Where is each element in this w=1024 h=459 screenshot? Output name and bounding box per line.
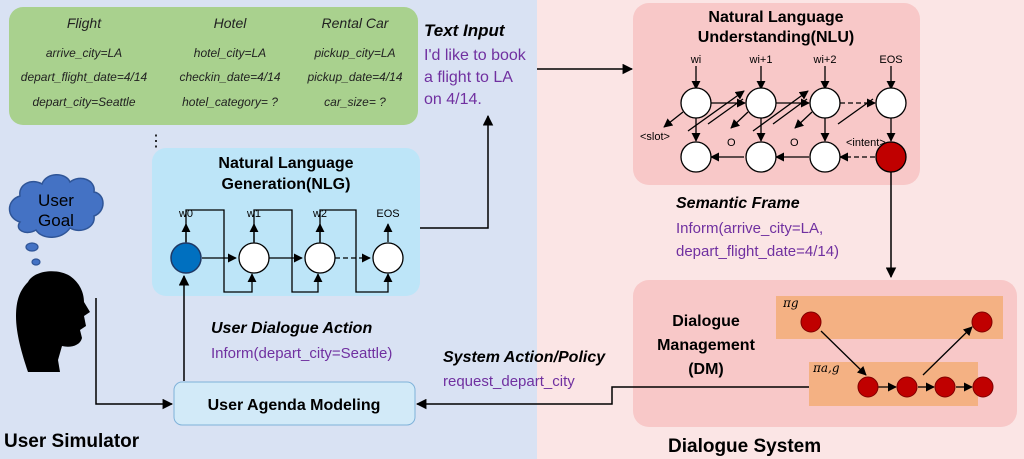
nlu-word-label: wi — [690, 54, 701, 66]
user-goal-cloud: User Goal — [8, 174, 104, 266]
goal-cell: arrive_city=LA — [46, 46, 122, 60]
nlu-slot-label: O — [790, 137, 799, 149]
nlu-node — [745, 87, 777, 119]
dm-node — [972, 376, 994, 398]
system-action-title: System Action/Policy — [443, 349, 606, 366]
goal-col-header-flight: Flight — [67, 15, 102, 31]
nlu-box — [633, 3, 920, 185]
arrow-nlg-to-text — [420, 114, 494, 229]
dm-node — [800, 311, 822, 333]
section-user-simulator: User Simulator — [4, 431, 140, 452]
nlg-box — [152, 148, 420, 296]
semantic-frame-title: Semantic Frame — [676, 195, 800, 212]
nlg-node-start — [170, 242, 202, 274]
user-dialogue-action-value: Inform(depart_city=Seattle) — [211, 345, 392, 362]
nlu-title-line1: Natural Language — [708, 9, 843, 26]
dm-node — [971, 311, 993, 333]
nlu-slot-label: O — [727, 137, 736, 149]
nlg-word-label: EOS — [376, 208, 399, 220]
user-agenda-label: User Agenda Modeling — [208, 397, 381, 414]
goal-cell: hotel_category= ? — [182, 95, 278, 109]
text-input-line: a flight to LA — [424, 69, 513, 86]
goal-cell: car_size= ? — [324, 95, 386, 109]
nlg-title-line2: Generation(NLG) — [222, 176, 351, 193]
nlu-title-line2: Understanding(NLU) — [698, 29, 854, 46]
text-input-title: Text Input — [424, 21, 506, 40]
semantic-frame-line: depart_flight_date=4/14) — [676, 243, 839, 260]
goal-cell: pickup_date=4/14 — [306, 70, 402, 84]
nlu-word-label: wi+2 — [813, 54, 837, 66]
arrow-dm-to-agenda — [415, 386, 809, 410]
dm-title-line: Dialogue — [672, 313, 740, 330]
text-input-line: I'd like to book — [424, 47, 527, 64]
section-dialogue-system: Dialogue System — [668, 436, 821, 457]
nlu-word-label: wi+1 — [749, 54, 773, 66]
goal-cell: checkin_date=4/14 — [179, 70, 280, 84]
goal-cell: hotel_city=LA — [194, 46, 266, 60]
text-input-line: on 4/14. — [424, 91, 482, 108]
nlu-slot-label: <slot> — [640, 131, 670, 143]
dm-node — [896, 376, 918, 398]
goal-cell: depart_flight_date=4/14 — [21, 70, 148, 84]
dm-node — [857, 376, 879, 398]
dm-title-line: (DM) — [688, 361, 724, 378]
nlu-node — [875, 87, 907, 119]
nlg-node — [304, 242, 336, 274]
nlu-word-label: EOS — [879, 54, 902, 66]
nlg-word-label: w2 — [312, 208, 327, 220]
nlg-node — [238, 242, 270, 274]
pi-ag-label: πa,g — [812, 361, 840, 375]
user-agenda-box — [173, 381, 416, 426]
nlg-title-line1: Natural Language — [218, 155, 353, 172]
pi-g-label: πg — [782, 296, 799, 310]
user-dialogue-action-title: User Dialogue Action — [211, 320, 372, 337]
goal-col-header-hotel: Hotel — [214, 15, 248, 31]
nlu-node — [809, 141, 841, 173]
dm-title-line: Management — [657, 337, 755, 354]
nlu-intent-label: <intent> — [846, 137, 886, 149]
semantic-frame-line: Inform(arrive_city=LA, — [676, 220, 823, 237]
cloud-label-line1: User — [38, 191, 74, 210]
nlu-node — [809, 87, 841, 119]
user-goal-table — [9, 7, 418, 125]
nlg-word-label: w0 — [178, 208, 193, 220]
system-action-value: request_depart_city — [443, 373, 575, 390]
dm-node — [934, 376, 956, 398]
goal-col-header-car: Rental Car — [322, 15, 390, 31]
goal-cell: depart_city=Seattle — [32, 95, 135, 109]
nlu-node — [745, 141, 777, 173]
nlu-node — [680, 141, 712, 173]
user-head-icon — [16, 271, 90, 372]
nlg-node — [372, 242, 404, 274]
nlu-node — [680, 87, 712, 119]
arrow-user-to-agenda — [95, 298, 174, 410]
cloud-label-line2: Goal — [38, 211, 74, 230]
goal-cell: pickup_city=LA — [313, 46, 395, 60]
nlg-word-label: w1 — [246, 208, 261, 220]
goal-ellipsis: ⋮ — [148, 133, 164, 150]
